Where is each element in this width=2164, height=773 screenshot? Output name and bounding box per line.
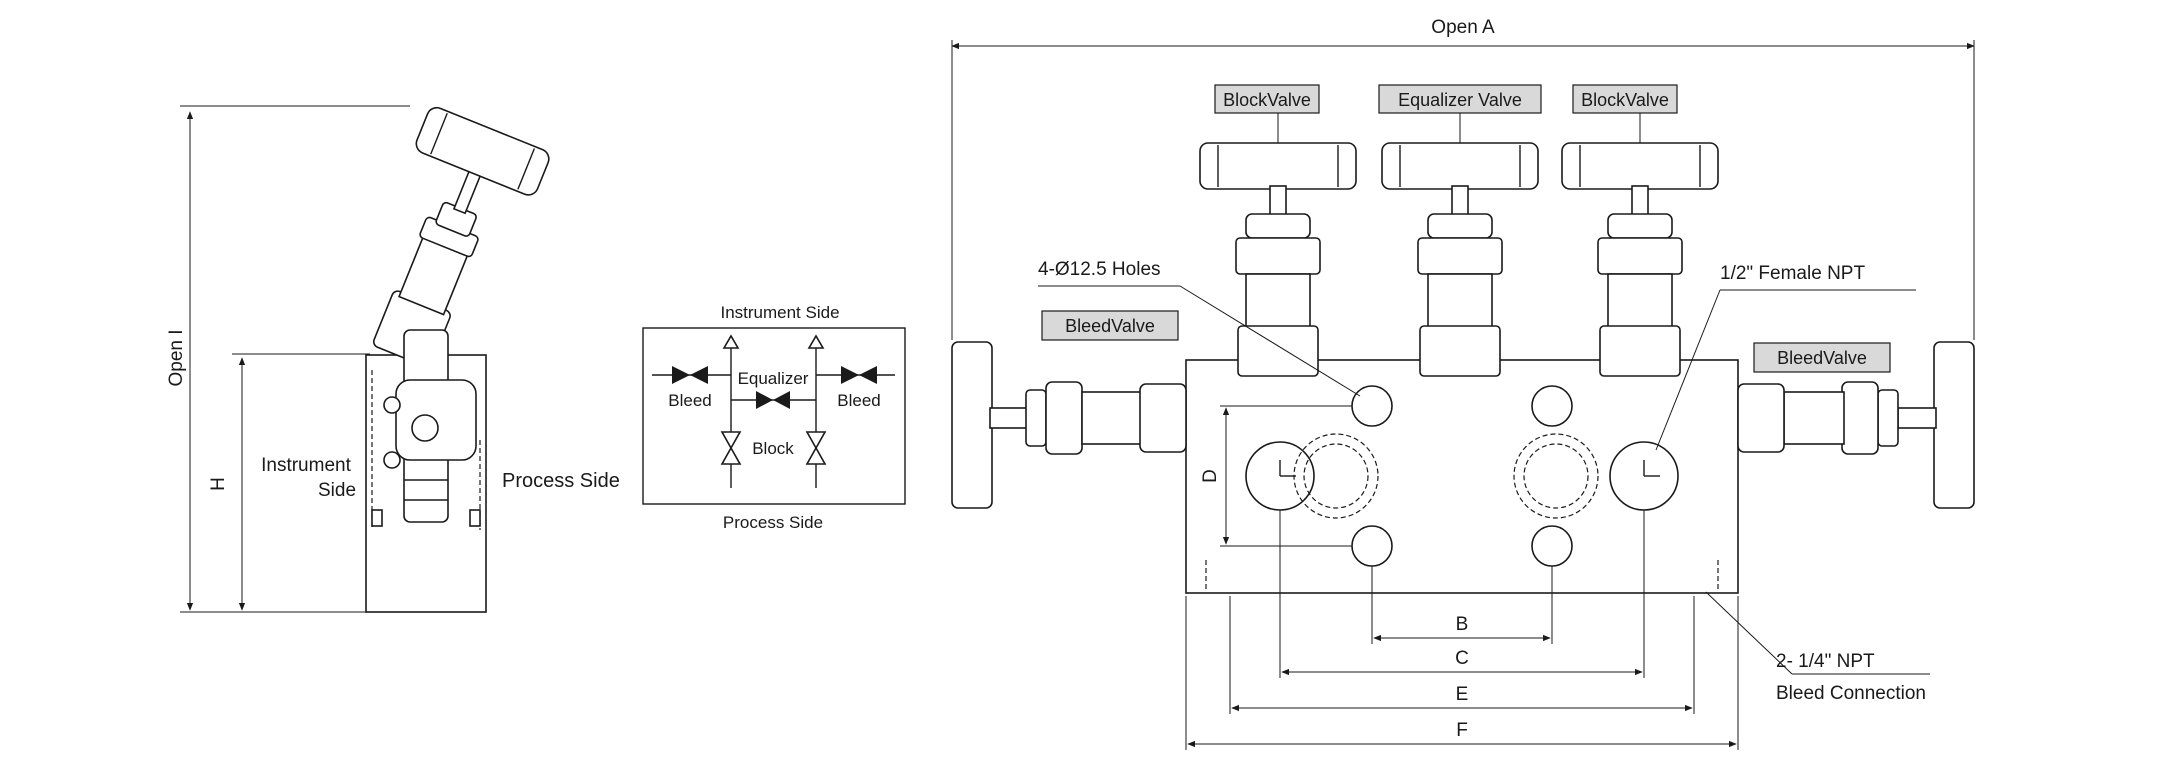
open-i-label: Open I (166, 329, 187, 386)
schematic-instrument-side: Instrument Side (720, 303, 839, 322)
bleed-connection-line2: Bleed Connection (1776, 683, 1926, 704)
schematic-frame (642, 327, 906, 505)
tag-bleed-valve-right (1753, 342, 1891, 373)
d-label: D (1200, 469, 1221, 483)
side-view: Open I H Instrument Side (166, 105, 620, 613)
tag-equalizer-valve (1378, 84, 1542, 114)
instrument-side-label-2: Side (318, 480, 356, 501)
c-label: C (1455, 648, 1469, 669)
mount-hole-tr (1531, 385, 1573, 427)
front-view: Open A (951, 17, 1975, 750)
bleed-valve-left-label: BleedValve (1065, 316, 1155, 336)
tag-block-valve-left (1214, 84, 1320, 114)
mount-hole-bl (1351, 525, 1393, 567)
e-label: E (1456, 684, 1469, 705)
mount-hole-tl (1351, 385, 1393, 427)
schematic-process-side: Process Side (723, 513, 823, 532)
equalizer-valve-label: Equalizer Valve (1398, 90, 1522, 110)
f-label: F (1456, 720, 1468, 741)
schematic: Instrument Side Process Side Equalizer B… (642, 303, 906, 532)
block-valve-right-label: BlockValve (1581, 90, 1669, 110)
open-a-label: Open A (1431, 17, 1495, 38)
block-valve-left-assembly (1199, 142, 1357, 377)
instrument-side-label-1: Instrument (261, 455, 351, 476)
holes-label: 4-Ø12.5 Holes (1038, 259, 1161, 280)
mount-hole-br (1531, 525, 1573, 567)
b-label: B (1456, 614, 1469, 635)
schematic-equalizer: Equalizer (738, 369, 809, 388)
bleed-valve-right-label: BleedValve (1777, 348, 1867, 368)
process-side-label: Process Side (502, 470, 620, 492)
bleed-valve-left-assembly (951, 341, 1187, 509)
block-valve-left-label: BlockValve (1223, 90, 1311, 110)
schematic-block: Block (752, 439, 794, 458)
tag-bleed-valve-left (1041, 310, 1179, 341)
schematic-bleed-left: Bleed (668, 391, 711, 410)
equalizer-valve-assembly (1381, 142, 1539, 377)
h-label: H (208, 477, 229, 491)
tag-block-valve-right (1572, 84, 1678, 114)
bleed-connection-line1: 2- 1/4" NPT (1776, 651, 1875, 672)
bleed-valve-right-assembly (1737, 341, 1975, 509)
schematic-bleed-right: Bleed (837, 391, 880, 410)
block-valve-right-assembly (1561, 142, 1719, 377)
npt-label: 1/2" Female NPT (1720, 263, 1865, 284)
side-handle (415, 106, 550, 196)
